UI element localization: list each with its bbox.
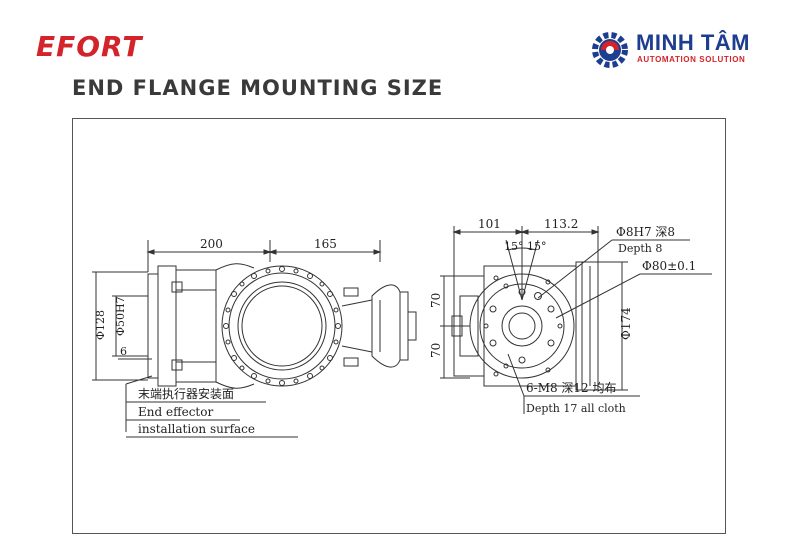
dim-upper-70: 70	[429, 293, 443, 308]
body-dia: Φ174	[619, 307, 633, 340]
dim-lower-70: 70	[429, 343, 443, 358]
logo-name: MINH TÂM	[636, 30, 750, 55]
dim-113-2: 113.2	[544, 217, 578, 231]
pin-hole-spec: Φ8H7 深8	[616, 225, 675, 239]
dim-inner-dia: Φ50H7	[114, 296, 127, 336]
dim-101: 101	[478, 217, 501, 231]
label-cn: 末端执行器安装面	[138, 386, 234, 401]
angle-left: 15°	[504, 240, 524, 253]
page-title: END FLANGE MOUNTING SIZE	[72, 76, 444, 100]
flange-dia: Φ80±0.1	[642, 259, 696, 273]
minh-tam-logo: MINH TÂM AUTOMATION SOLUTION	[588, 28, 778, 72]
dim-step: 6	[120, 345, 127, 358]
front-view: 101 113.2 15° 15° Φ8H7 深8 Depth 8 Φ80±0.…	[429, 217, 712, 415]
side-view: 200 165 Φ128 Φ50H7 6	[92, 237, 417, 438]
thread-depth: Depth 17 all cloth	[526, 402, 626, 415]
dim-165: 165	[314, 237, 337, 251]
drawing-frame	[72, 118, 726, 534]
bolt-circle	[223, 266, 341, 386]
label-en-1: End effector	[138, 405, 213, 419]
gear-icon	[592, 32, 628, 68]
thread-spec: 6-M8 深12 均布	[526, 381, 617, 395]
pin-depth: Depth 8	[618, 242, 662, 255]
efort-brand-logo: EFORT	[36, 30, 143, 63]
label-en-2: installation surface	[138, 422, 255, 436]
angle-right: 15°	[527, 240, 547, 253]
dim-outer-dia: Φ128	[94, 310, 107, 340]
flange-holes	[483, 275, 563, 377]
dim-200: 200	[200, 237, 223, 251]
logo-subtitle: AUTOMATION SOLUTION	[637, 55, 746, 64]
